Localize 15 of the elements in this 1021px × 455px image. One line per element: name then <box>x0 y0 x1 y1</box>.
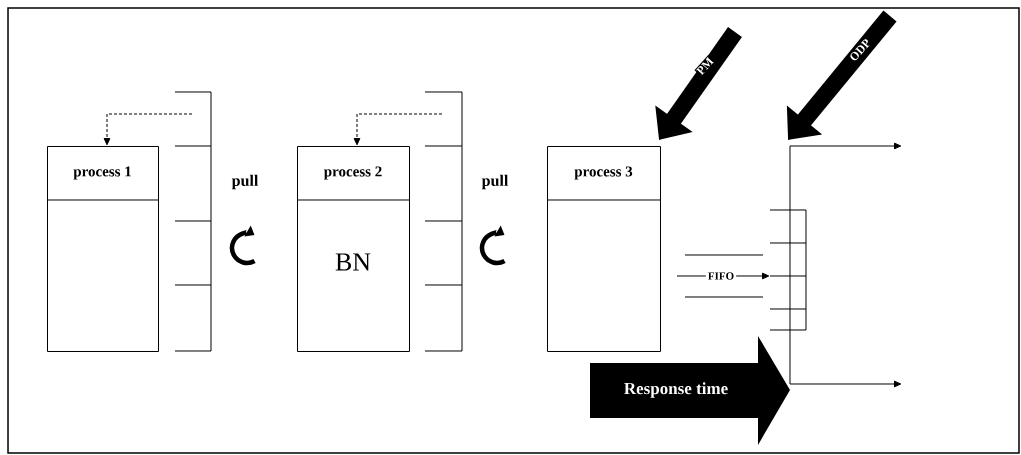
dashed-arrow <box>353 113 443 146</box>
edge-label: FIFO <box>705 270 737 282</box>
edge-label: PM <box>694 55 716 77</box>
process-box: process 3 <box>546 146 661 352</box>
buffer-rack <box>769 209 807 331</box>
arrow <box>789 380 902 388</box>
process-box: process 2 BN <box>296 146 410 352</box>
buffer-rack <box>424 91 463 352</box>
dashed-arrow <box>103 113 193 146</box>
pull-label: pull <box>231 174 259 190</box>
dispatch-line <box>789 145 791 385</box>
pull-label: pull <box>481 174 509 190</box>
process-box: process 1 <box>46 146 159 352</box>
buffer-rack <box>174 91 212 352</box>
arrow <box>789 142 902 150</box>
